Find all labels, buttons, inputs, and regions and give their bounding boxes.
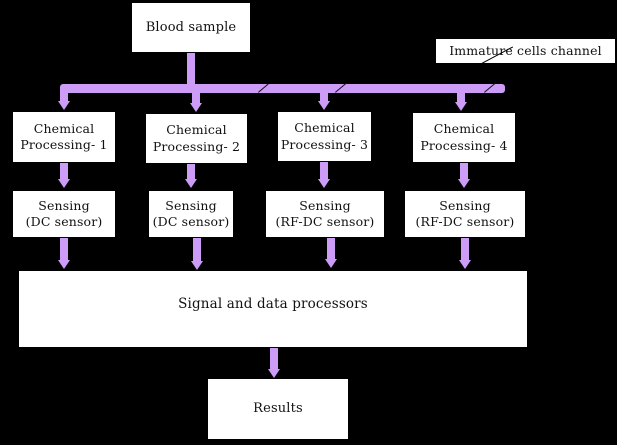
- chem-1-line-1: Chemical: [33, 120, 95, 136]
- arrow-head: [318, 101, 330, 110]
- arrow-head: [58, 179, 70, 188]
- chem-1-line-2: Processing- 1: [20, 137, 108, 152]
- arrow-head: [458, 179, 470, 188]
- node-chemical-processing-2: Chemical Processing- 2: [145, 113, 248, 164]
- label-immature-cells-channel: Immature cells channel: [435, 38, 616, 64]
- arrow-head: [268, 369, 280, 378]
- arrow-head: [185, 179, 197, 188]
- arrow-head: [58, 101, 70, 110]
- immature-cells-channel-label: Immature cells channel: [449, 42, 602, 58]
- arrow-stem: [60, 88, 68, 102]
- node-sensing-4: Sensing (RF-DC sensor): [404, 190, 526, 238]
- chem-2-line-2: Processing- 2: [152, 138, 241, 154]
- sense-2-line-2: (DC sensor): [152, 214, 230, 229]
- arrow-head: [318, 179, 330, 188]
- sense-3-line-1: Sensing: [299, 197, 351, 213]
- processors-label: Signal and data processors: [178, 296, 368, 312]
- node-sensing-3: Sensing (RF-DC sensor): [265, 190, 385, 238]
- node-sensing-2: Sensing (DC sensor): [148, 190, 234, 238]
- arrow-stem: [270, 348, 278, 370]
- arrow-head: [58, 260, 70, 269]
- arrow-stem: [460, 163, 468, 180]
- node-chemical-processing-3: Chemical Processing- 3: [277, 111, 372, 162]
- arrow-head: [455, 102, 467, 111]
- arrow-stem: [60, 163, 68, 180]
- arrow-stem: [320, 88, 328, 102]
- chem-3-line-1: Chemical: [294, 120, 355, 135]
- node-blood-sample: Blood sample: [131, 2, 251, 53]
- node-chemical-processing-4: Chemical Processing- 4: [412, 112, 516, 163]
- sense-2-line-1: Sensing: [165, 197, 217, 213]
- arrow-stem: [461, 238, 469, 261]
- arrow-stem: [193, 238, 201, 262]
- sense-1-line-2: (DC sensor): [25, 214, 103, 229]
- arrow-stem: [187, 164, 195, 180]
- distribution-bus: [60, 84, 505, 93]
- arrow-stem: [192, 88, 200, 104]
- sense-1-line-1: Sensing: [38, 197, 90, 213]
- sense-3-line-2: (RF-DC sensor): [275, 214, 375, 229]
- arrow-stem: [60, 238, 68, 261]
- chem-3-line-2: Processing- 3: [280, 136, 369, 152]
- sense-4-line-2: (RF-DC sensor): [415, 214, 515, 229]
- results-label: Results: [253, 401, 303, 417]
- node-chemical-processing-1: Chemical Processing- 1: [12, 111, 116, 163]
- node-signal-and-data-processors: Signal and data processors: [18, 270, 528, 348]
- arrow-head: [325, 259, 337, 268]
- arrow-head: [190, 103, 202, 112]
- arrow-stem: [327, 238, 335, 260]
- chem-2-line-1: Chemical: [166, 122, 227, 137]
- node-results: Results: [207, 378, 349, 440]
- arrow-head: [191, 261, 203, 270]
- arrow-stem: [457, 88, 465, 103]
- arrow-head: [459, 260, 471, 269]
- sense-4-line-1: Sensing: [439, 197, 491, 213]
- arrow-stem: [187, 53, 195, 85]
- blood-sample-label: Blood sample: [145, 19, 237, 35]
- arrow-stem: [320, 162, 328, 180]
- chem-4-line-2: Processing- 4: [420, 137, 508, 153]
- chem-4-line-1: Chemical: [433, 121, 495, 136]
- node-sensing-1: Sensing (DC sensor): [12, 190, 116, 238]
